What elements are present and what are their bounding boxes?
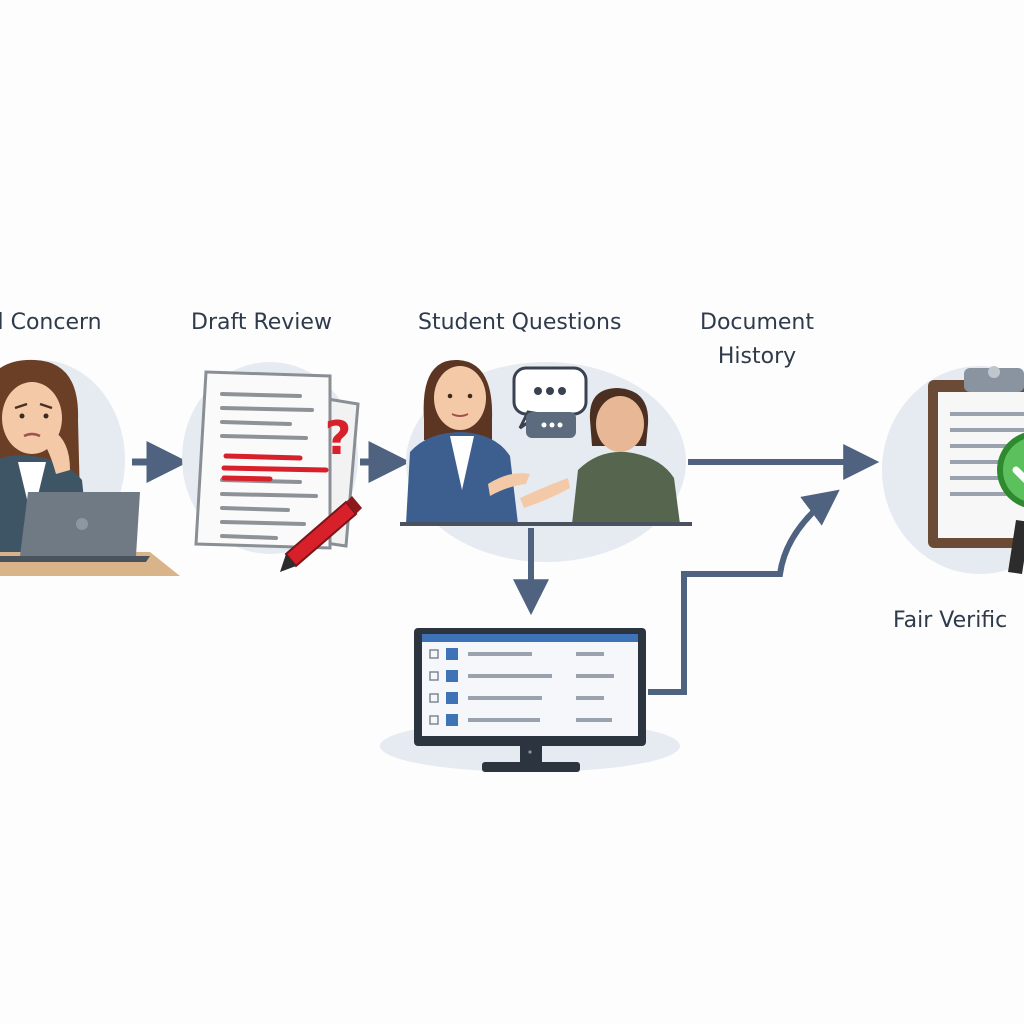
step-label-fair-verification: Fair Verific [893,608,1008,633]
draft-illustration [182,362,362,572]
step-label-concern: al Concern [0,310,102,335]
student-jacket [572,451,680,524]
concern-illustration [0,359,180,576]
magnifier-check-icon [997,432,1024,574]
history-rows [429,648,614,726]
arrow-history-to-verify [648,489,840,695]
step-label-draft-review: Draft Review [191,310,332,335]
verify-illustration [882,366,1024,574]
step-label-document-history: Document History [700,310,814,369]
step-label-student-questions: Student Questions [418,310,622,335]
question-mark-icon: ? [325,411,352,465]
questions-illustration [400,359,692,562]
draft-red-marks [221,453,329,482]
speech-bubble-icon [512,366,588,438]
teacher-face [434,366,486,430]
history-illustration [380,628,680,772]
draft-document-icon [194,370,332,550]
pen-icon [280,496,362,572]
